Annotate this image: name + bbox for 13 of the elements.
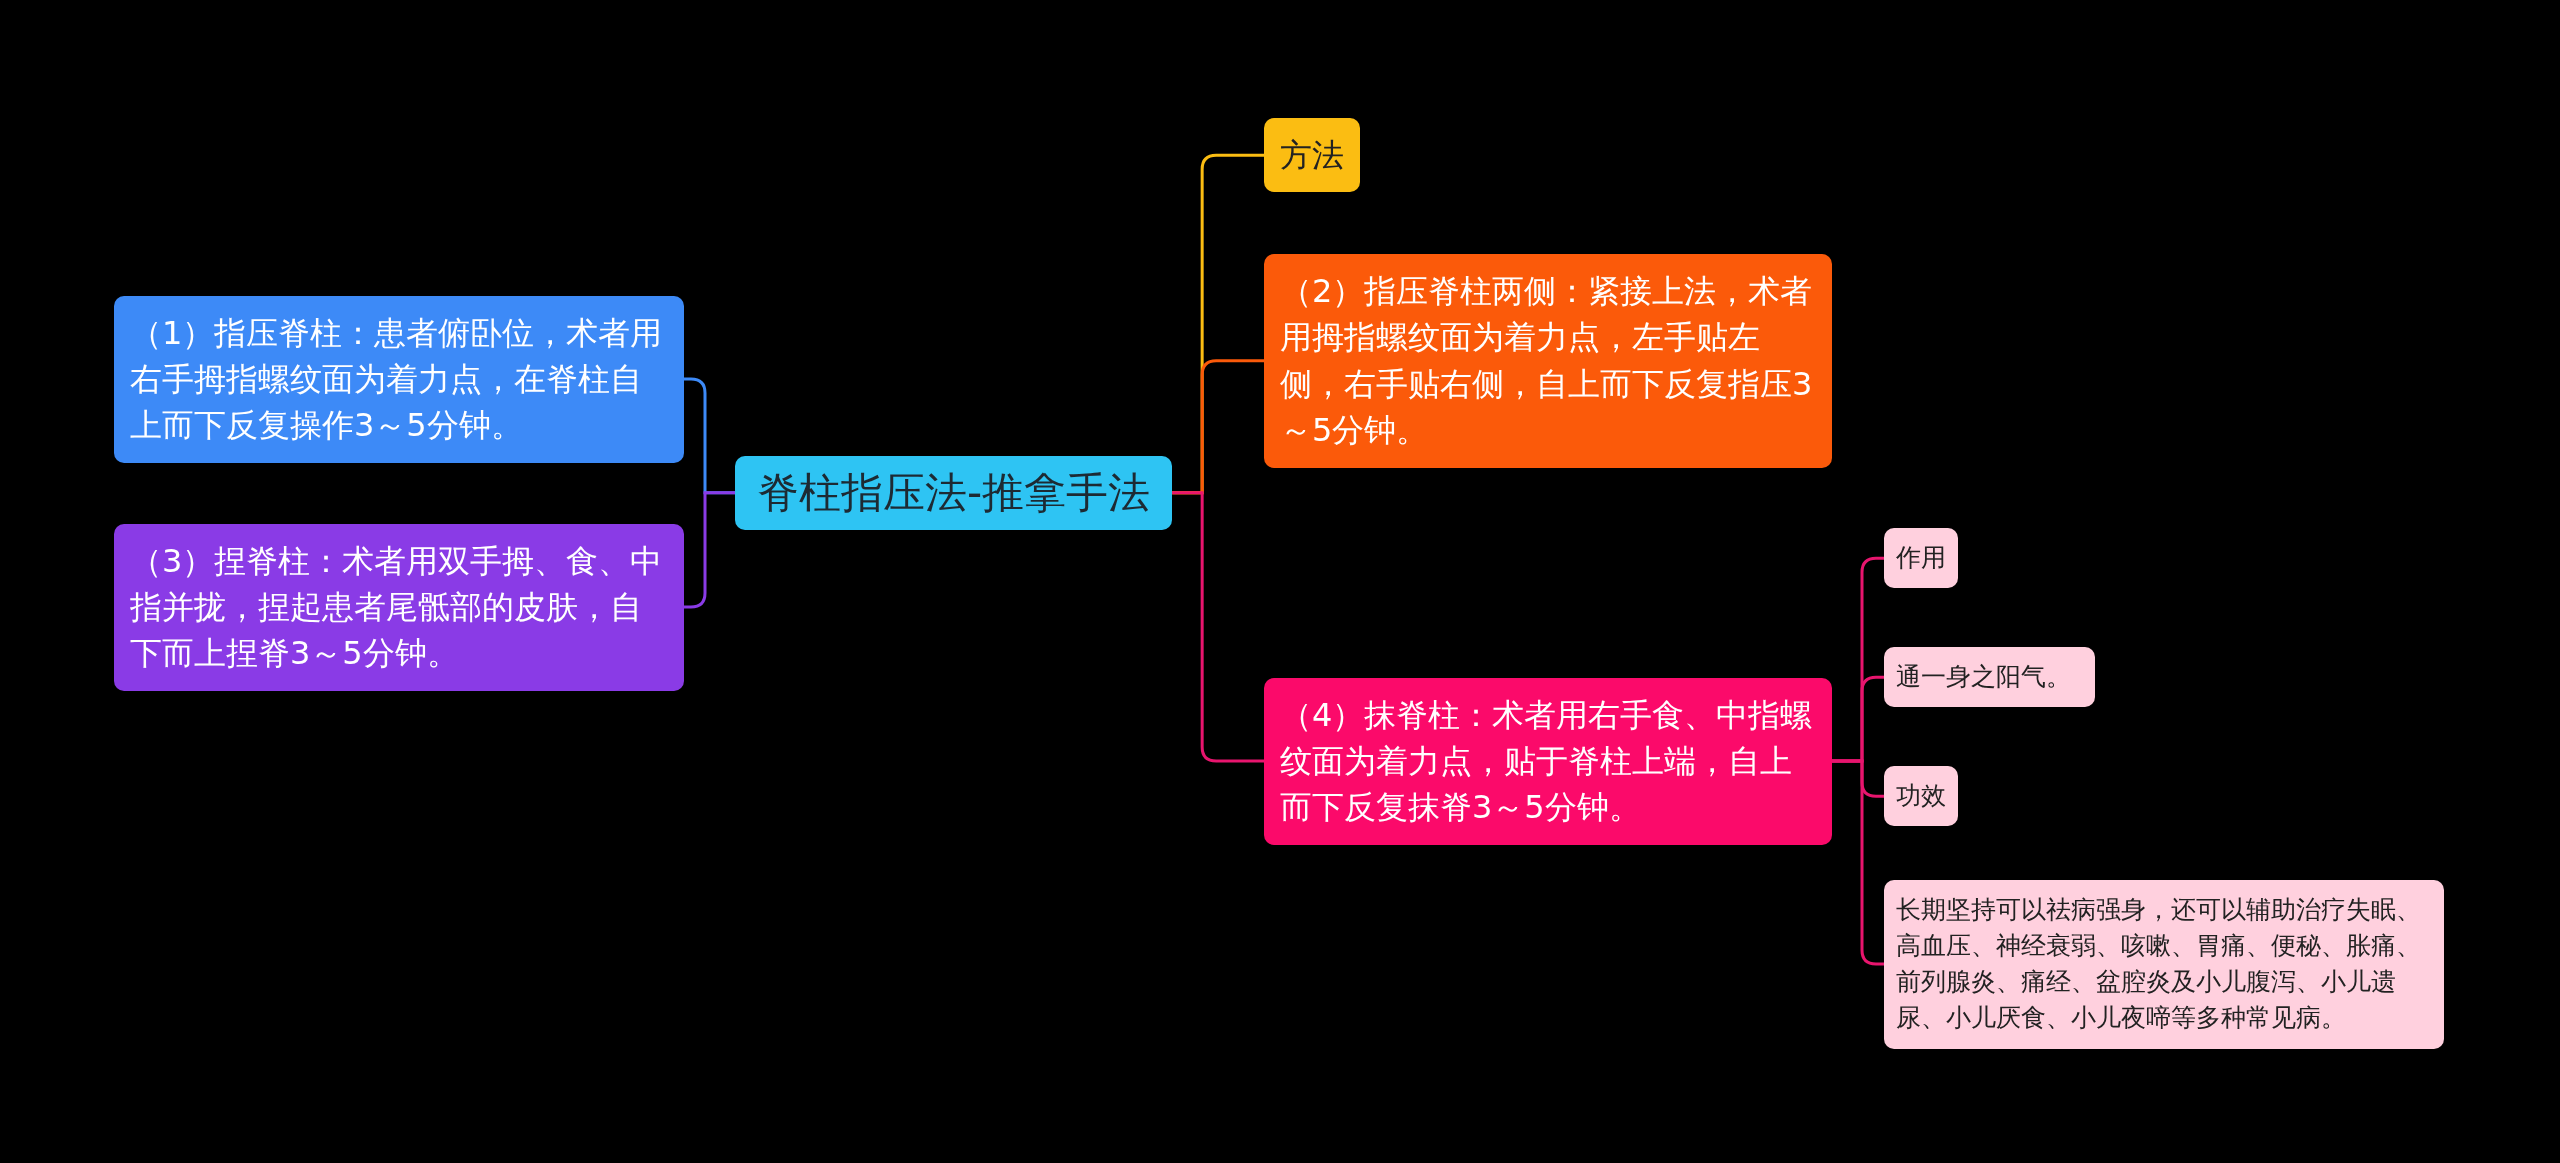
connector-line (1172, 491, 1264, 763)
subtopic-box: 功效 (1884, 766, 1958, 827)
connector-line (1832, 759, 1884, 966)
topic-box: （4）抹脊柱：术者用右手食、中指螺纹面为着力点，贴于脊柱上端，自上而下反复抹脊3～5分钟。 (1264, 677, 1832, 845)
subtopic-box: 通一身之阳气。 (1884, 647, 2095, 708)
subtopic-box: 作用 (1884, 528, 1958, 589)
topic-box: 方法 (1264, 118, 1360, 193)
topic-box: （1）指压脊柱：患者俯卧位，术者用右手拇指螺纹面为着力点，在脊柱自上而下反复操作3～5分钟。 (114, 295, 684, 463)
subtopic-box: 长期坚持可以祛病强身，还可以辅助治疗失眠、高血压、神经衰弱、咳嗽、胃痛、便秘、胀痛、前列腺炎、痛经、盆腔炎及小儿腹泻、小儿遗尿、小儿厌食、小儿夜啼等多种常见病。 (1884, 879, 2444, 1049)
central-topic-box: 脊柱指压法-推拿手法 (735, 455, 1173, 531)
topic-box: （3）捏脊柱：术者用双手拇、食、中指并拢，捏起患者尾骶部的皮肤，自下而上捏脊3～5分钟。 (114, 523, 684, 691)
connector-line (684, 491, 735, 609)
topic-box: （2）指压脊柱两侧：紧接上法，术者用拇指螺纹面为着力点，左手贴左侧，右手贴右侧，自上而下反复指压3～5分钟。 (1264, 254, 1832, 468)
